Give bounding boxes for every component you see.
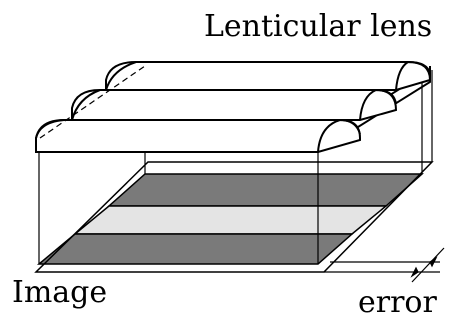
lenticule-left-end-ridge-1	[105, 61, 137, 91]
image-plane	[34, 161, 434, 273]
error-arrow-line	[411, 247, 445, 283]
image-stripe-middle	[72, 205, 389, 235]
lenticule-middle	[71, 89, 398, 121]
error-dimension	[324, 247, 445, 283]
lenticule-back-cap	[395, 60, 431, 91]
lens-hidden-edge	[39, 65, 146, 139]
image-stripe-top	[107, 173, 424, 207]
lenticule-front	[35, 119, 361, 153]
error-arrow-head-upper	[429, 256, 438, 268]
lenticule-left-end-ridge-2	[71, 89, 101, 121]
lens-label: Lenticular lens	[204, 9, 433, 44]
error-label: error	[358, 285, 437, 320]
image-stripe-bottom	[36, 233, 354, 265]
lenticule-back	[105, 61, 432, 91]
lenticular-lens-sheet	[35, 60, 432, 153]
error-arrow-head-lower	[410, 266, 419, 278]
lenticule-front-left-cap	[35, 119, 65, 139]
image-label: Image	[12, 275, 108, 310]
